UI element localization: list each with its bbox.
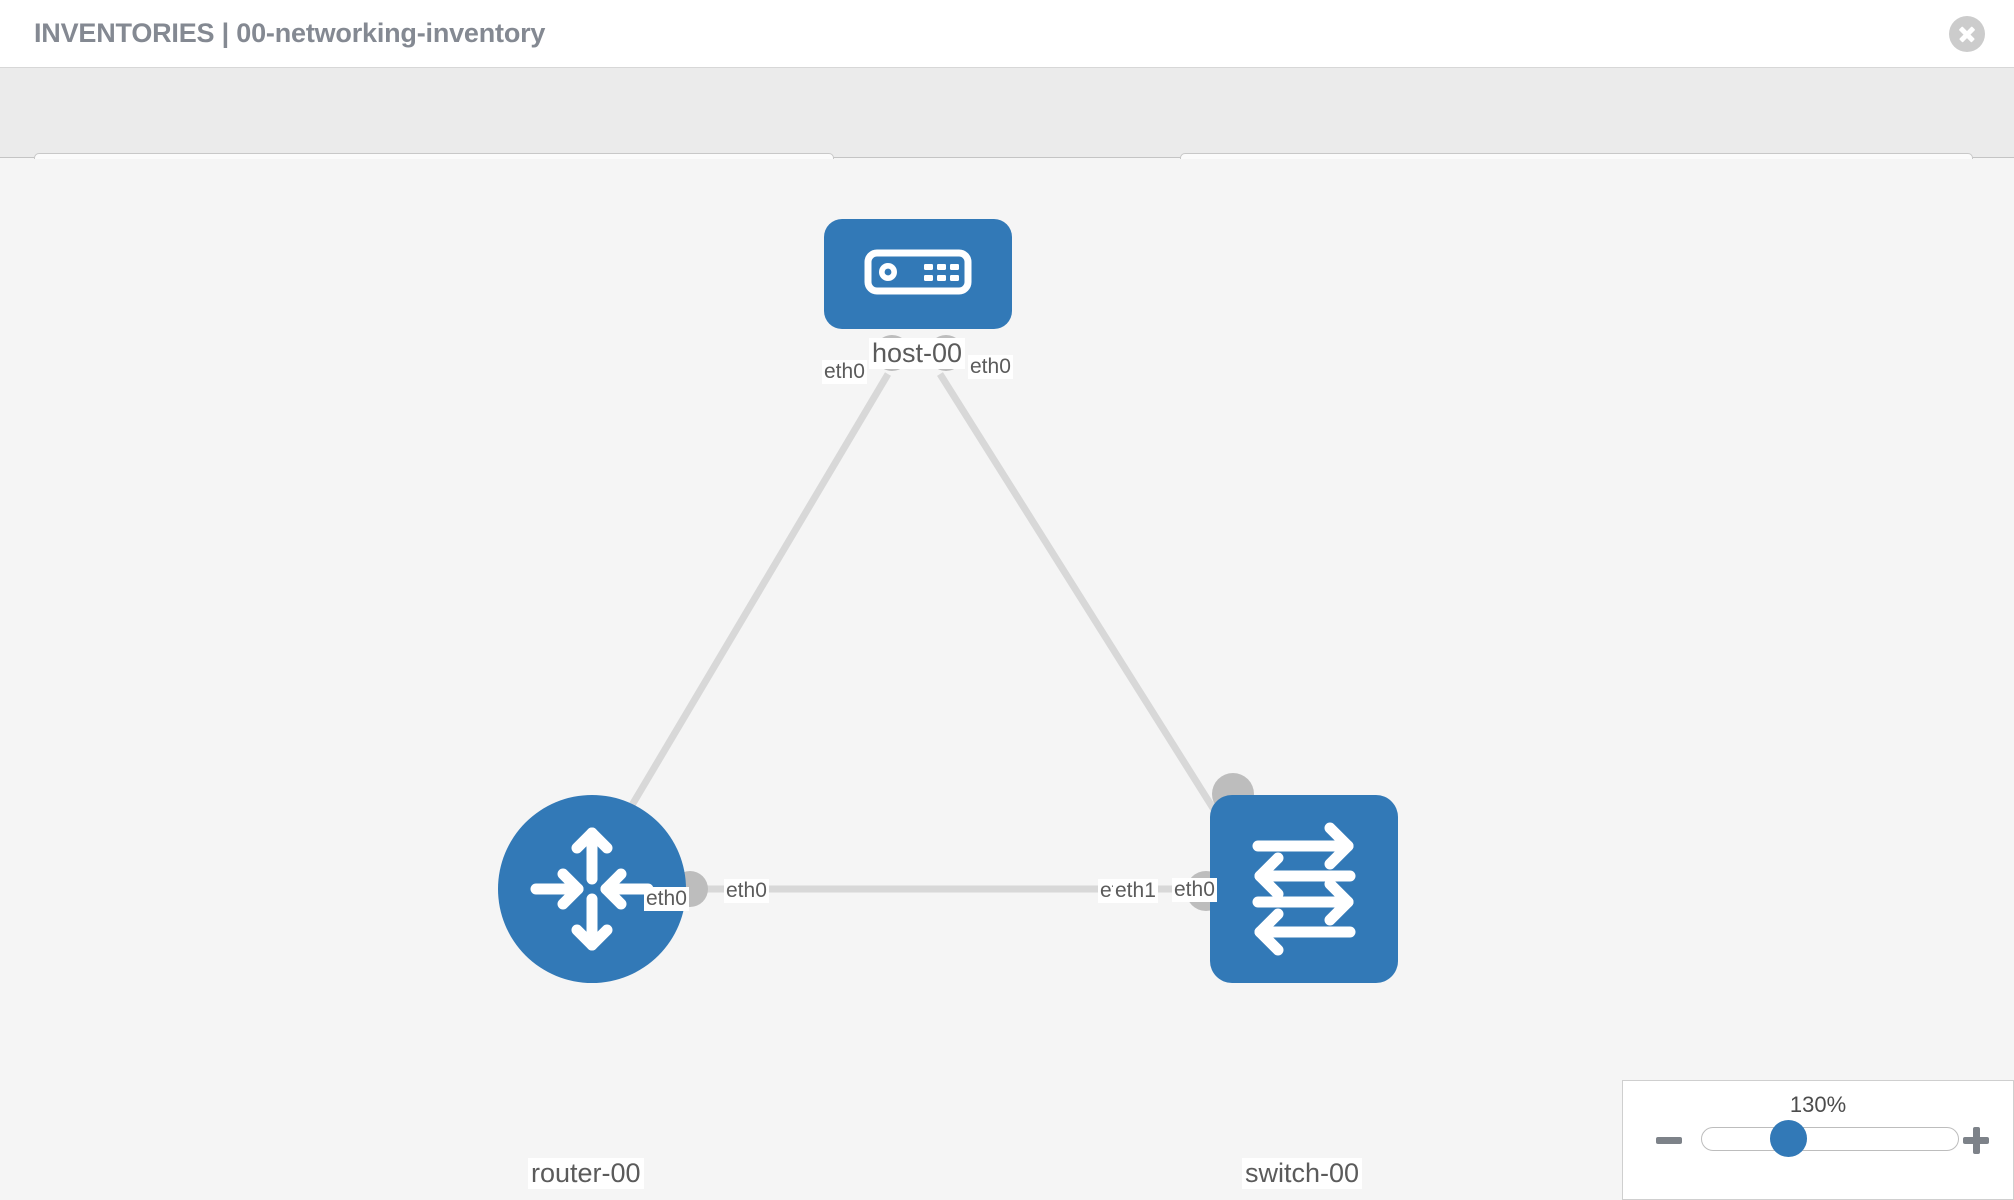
node-host-00[interactable] xyxy=(824,219,1012,329)
minus-icon[interactable] xyxy=(1654,1125,1684,1155)
node-host-00-label: host-00 xyxy=(869,338,966,369)
server-icon xyxy=(864,249,972,295)
node-switch-00-shape xyxy=(1210,795,1398,983)
zoom-slider-thumb[interactable] xyxy=(1770,1120,1807,1157)
zoom-slider-track[interactable] xyxy=(1701,1127,1959,1151)
zoom-level-value: 130% xyxy=(1789,1092,1847,1117)
router-arrows-icon xyxy=(530,827,654,951)
edge-label-router-upper: eth0 xyxy=(644,887,689,911)
page-header: INVENTORIES | 00-networking-inventory xyxy=(0,0,2014,68)
close-icon[interactable] xyxy=(1949,16,1985,52)
edge-label-switch-left: eth1 xyxy=(1113,879,1158,903)
edge-label-router-right: eth0 xyxy=(724,879,769,903)
node-host-00-shape xyxy=(824,219,1012,329)
node-router-00[interactable] xyxy=(498,795,686,983)
node-switch-00[interactable] xyxy=(1210,795,1398,983)
edge-label-host-right: eth0 xyxy=(968,355,1013,379)
zoom-panel: 130% xyxy=(1622,1080,2014,1200)
page-title: INVENTORIES | 00-networking-inventory xyxy=(34,18,546,48)
edge-label-switch-upper: eth0 xyxy=(1172,878,1217,902)
edge-label-host-left: eth0 xyxy=(822,360,867,384)
link-host-router xyxy=(596,372,892,861)
switch-arrows-icon xyxy=(1252,822,1356,956)
topology-canvas[interactable]: host-00 r xyxy=(0,159,2014,1200)
plus-icon[interactable] xyxy=(1961,1125,1991,1155)
node-switch-00-label: switch-00 xyxy=(1242,1158,1363,1189)
toolbar: ACTIONS SEARCH xyxy=(0,68,2014,206)
link-host-switch xyxy=(937,372,1248,861)
node-router-00-label: router-00 xyxy=(528,1158,644,1189)
